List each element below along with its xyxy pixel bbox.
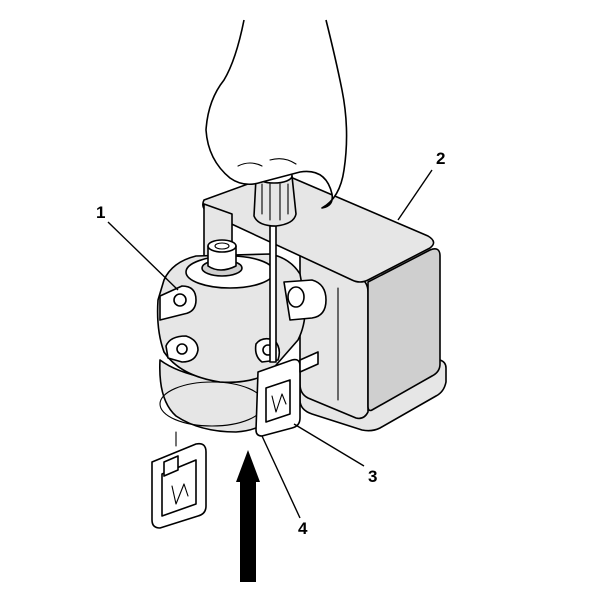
retainer-clip-removed — [151, 442, 207, 529]
callout-3: 3 — [368, 467, 377, 486]
callout-1: 1 — [96, 203, 105, 222]
leader-line-3 — [293, 423, 365, 467]
upward-arrow — [236, 450, 260, 582]
retainer-clip-installed — [255, 351, 319, 437]
leader-line-4 — [261, 435, 301, 519]
leader-line-1 — [107, 221, 179, 291]
callout-4: 4 — [298, 519, 308, 538]
leader-line-2 — [397, 169, 433, 221]
callout-2: 2 — [436, 149, 445, 168]
hand — [205, 19, 348, 209]
